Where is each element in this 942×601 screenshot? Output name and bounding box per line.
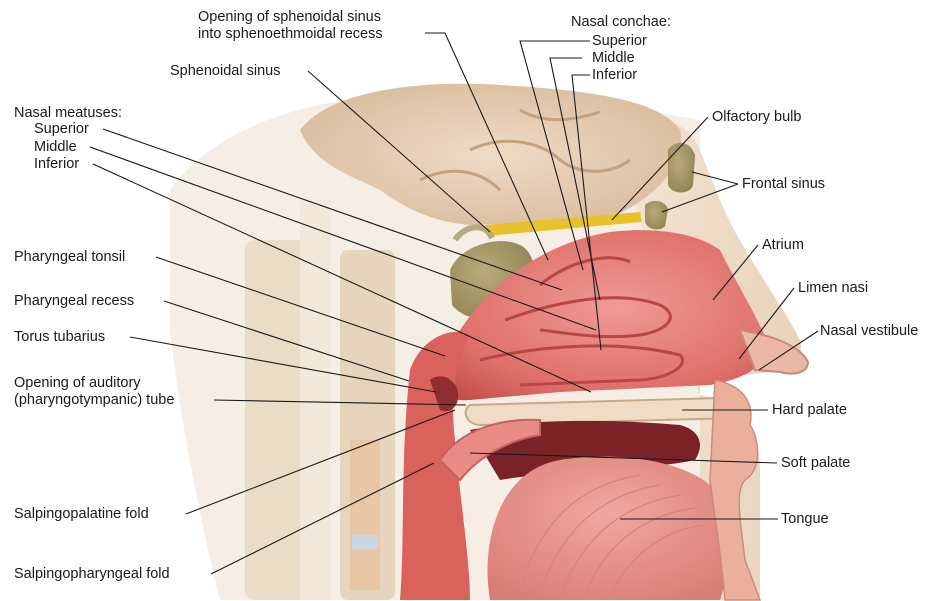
label-concha-inferior: Inferior [592, 67, 637, 83]
cervical-spine [245, 200, 395, 600]
label-salpingopalatine-fold: Salpingopalatine fold [14, 506, 149, 522]
label-concha-middle: Middle [592, 50, 635, 66]
label-salpingopharyngeal-fold: Salpingopharyngeal fold [14, 566, 170, 582]
label-meatus-inferior: Inferior [34, 156, 79, 172]
label-soft-palate: Soft palate [781, 455, 850, 471]
label-auditory-opening-2: (pharyngotympanic) tube [14, 392, 174, 408]
label-tongue: Tongue [781, 511, 829, 527]
label-sphenoid-opening-1: Opening of sphenoidal sinus [198, 9, 381, 25]
label-concha-superior: Superior [592, 33, 647, 49]
label-auditory-opening-1: Opening of auditory [14, 375, 141, 391]
label-hard-palate: Hard palate [772, 402, 847, 418]
label-limen-nasi: Limen nasi [798, 280, 868, 296]
label-pharyngeal-recess: Pharyngeal recess [14, 293, 134, 309]
label-meatus-superior: Superior [34, 121, 89, 137]
label-atrium: Atrium [762, 237, 804, 253]
label-sphenoidal-sinus: Sphenoidal sinus [170, 63, 280, 79]
label-torus-tubarius: Torus tubarius [14, 329, 105, 345]
label-frontal-sinus: Frontal sinus [742, 176, 825, 192]
label-pharyngeal-tonsil: Pharyngeal tonsil [14, 249, 125, 265]
label-meatus-middle: Middle [34, 139, 77, 155]
label-olfactory-bulb: Olfactory bulb [712, 109, 801, 125]
label-sphenoid-opening-2: into sphenoethmoidal recess [198, 26, 383, 42]
label-nasal-vestibule: Nasal vestibule [820, 323, 918, 339]
label-nasal-conchae: Nasal conchae: [571, 14, 671, 30]
label-nasal-meatuses: Nasal meatuses: [14, 105, 122, 121]
